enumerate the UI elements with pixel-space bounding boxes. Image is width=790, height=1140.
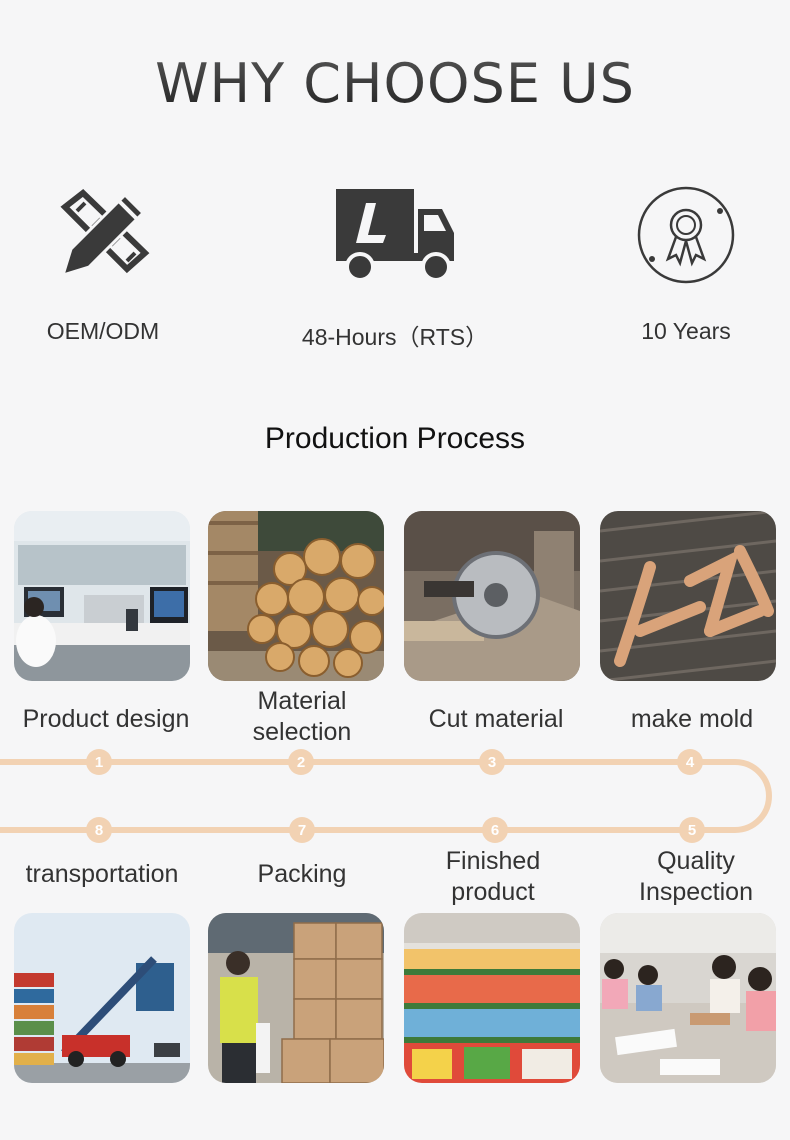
step-label-7: Packing bbox=[257, 860, 347, 888]
step-dot-6: 6 bbox=[482, 817, 508, 843]
svg-text:1: 1 bbox=[95, 754, 103, 771]
feature-label: 48-Hours（RTS） bbox=[301, 324, 489, 350]
make-mold-photo bbox=[600, 511, 776, 681]
feature-oem: OEM/ODM bbox=[0, 180, 223, 345]
step-label-6: Finished product bbox=[445, 847, 541, 906]
step-label-5: Quality Inspection bbox=[639, 847, 753, 906]
feature-years: 10 Years bbox=[566, 180, 790, 345]
cut-material-photo bbox=[404, 511, 580, 681]
quality-inspection-photo bbox=[600, 913, 776, 1083]
step-dot-4: 4 bbox=[677, 749, 703, 775]
step-dot-7: 7 bbox=[289, 817, 315, 843]
award-ribbon-icon bbox=[566, 180, 790, 290]
delivery-truck-icon bbox=[275, 180, 515, 290]
svg-text:5: 5 bbox=[688, 822, 696, 839]
svg-text:8: 8 bbox=[95, 822, 103, 839]
svg-text:3: 3 bbox=[488, 754, 496, 771]
packing-photo bbox=[208, 913, 384, 1083]
step-dot-2: 2 bbox=[288, 749, 314, 775]
step-label-8: transportation bbox=[25, 860, 179, 888]
page-title: WHY CHOOSE US bbox=[0, 52, 790, 115]
step-dot-3: 3 bbox=[479, 749, 505, 775]
svg-text:4: 4 bbox=[686, 754, 695, 771]
step-dot-1: 1 bbox=[86, 749, 112, 775]
step-label-4: make mold bbox=[630, 705, 754, 733]
product-design-photo bbox=[14, 511, 190, 681]
feature-rts: 48-Hours（RTS） bbox=[275, 180, 515, 352]
pencil-ruler-icon bbox=[0, 180, 223, 290]
feature-label: 10 Years bbox=[641, 318, 731, 344]
step-dot-5: 5 bbox=[679, 817, 705, 843]
svg-text:7: 7 bbox=[298, 822, 306, 839]
step-dot-8: 8 bbox=[86, 817, 112, 843]
process-title: Production Process bbox=[264, 422, 526, 455]
feature-label: OEM/ODM bbox=[46, 318, 160, 344]
transportation-photo bbox=[14, 913, 190, 1083]
step-label-1: Product design bbox=[22, 705, 190, 733]
svg-text:6: 6 bbox=[491, 822, 499, 839]
svg-text:2: 2 bbox=[297, 754, 305, 771]
finished-product-photo bbox=[404, 913, 580, 1083]
step-label-3: Cut material bbox=[428, 705, 564, 733]
step-label-2: Material selection bbox=[252, 687, 352, 746]
process-timeline: 1 2 3 4 5 6 7 8 bbox=[0, 749, 772, 843]
material-selection-photo bbox=[208, 511, 384, 681]
